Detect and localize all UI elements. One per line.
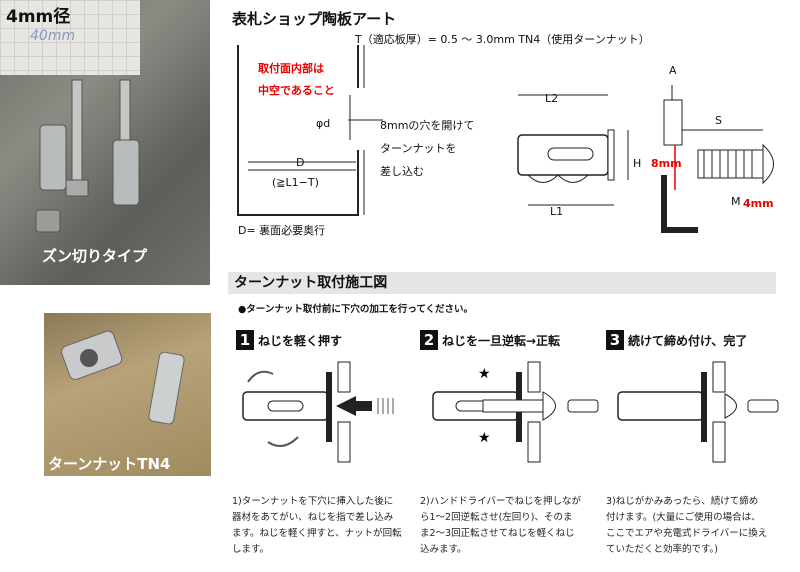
step-1-desc-line: 1)ターンナットを下穴に挿入した後に (232, 496, 394, 507)
svg-text:★: ★ (478, 366, 491, 382)
step-2-desc-line: 2)ハンドドライバーでねじを押しなが (420, 496, 581, 507)
step-2-description: 2)ハンドドライバーでねじを押しなが ら1〜2回逆転させ(左回り)、そのま ま2… (420, 494, 600, 558)
depth-note: D= 裏面必要奥行 (238, 224, 326, 237)
step-1-description: 1)ターンナットを下穴に挿入した後に 器材をあてがい、ねじを指で差し込み ます。… (232, 494, 412, 558)
step-3-description: 3)ねじがかみあったら、続けて締め 付けます。(大量にご使用の場合は、 ここでエ… (606, 494, 791, 558)
step-1-label: ねじを軽く押す (258, 334, 343, 348)
procedure-illustrations: ★★ (242, 361, 779, 463)
step-3-label: 続けて締め付け、完了 (628, 334, 748, 348)
step-2-desc-line: ら1〜2回逆転させ(左回り)、そのま (420, 512, 573, 523)
step-3-title: 3 続けて締め付け、完了 (606, 330, 747, 350)
procedure-note: ●ターンナット取付前に下穴の加工を行ってください。 (238, 304, 474, 315)
hole-note-line1: 8mmの穴を開けて (380, 119, 475, 132)
step-1-desc-line: 器材をあてがい、ねじを指で差し込み (232, 512, 394, 523)
turn-nut-photo-illustration (61, 330, 185, 425)
step-3-desc-line: ここでエアや充電式ドライバーに換え (606, 528, 768, 539)
step-2-title: 2 ねじを一旦逆転→正転 (420, 330, 560, 350)
screws-illustration (35, 79, 140, 233)
step-3-desc-line: 3)ねじがかみあったら、続けて締め (606, 496, 759, 507)
hole-note-line3: 差し込む (380, 165, 424, 178)
dim-8mm: 8mm (651, 157, 682, 170)
hollow-note-line2: 中空であること (258, 84, 335, 97)
step-2-label: ねじを一旦逆転→正転 (442, 334, 561, 348)
step-3-desc-line: 付けます。(大量にご使用の場合は、 (606, 512, 761, 523)
photo-label-tn4: ターンナットTN4 (48, 455, 171, 473)
handwritten-note: 40mm (30, 28, 76, 44)
grid-paper (0, 0, 140, 75)
procedure-section-title: ターンナット取付施工図 (228, 272, 776, 294)
step-2-desc-line: 込みます。 (420, 544, 467, 555)
product-photo-screws: 4mm径 40mm ズン切りタイプ (0, 0, 210, 285)
step-1-desc-line: します。 (232, 544, 270, 555)
dim-m-size: 4mm (743, 197, 774, 210)
svg-text:★: ★ (478, 430, 491, 446)
step-3-desc-line: ていただくと効率的です。) (606, 544, 719, 555)
step-2-desc-line: ま2〜3回正転させてねじを軽くねじ (420, 528, 575, 539)
diagram-title: 表札ショップ陶板アート (232, 10, 397, 28)
thickness-spec: T（適応板厚）= 0.5 〜 3.0mm TN4（使用ターンナット） (355, 33, 650, 46)
dim-l2: L2 (545, 92, 559, 105)
hollow-note-line1: 取付面内部は (258, 62, 324, 75)
photo-caption-diameter: 4mm径 (6, 7, 71, 27)
step-3-number: 3 (606, 330, 624, 350)
depth-range-label: (≧L1−T) (272, 176, 319, 189)
dim-s: S (715, 114, 722, 127)
phi-d-label: φd (316, 117, 331, 130)
hole-note-line2: ターンナットを (380, 142, 457, 155)
step-1-title: 1 ねじを軽く押す (236, 330, 342, 350)
product-photo-turn-nut: ターンナットTN4 (44, 313, 211, 476)
step-1-desc-line: ます。ねじを軽く押すと、ナットが回転 (232, 528, 402, 539)
dim-h: H (633, 157, 642, 170)
step-1-number: 1 (236, 330, 254, 350)
photo-label-cut-type: ズン切りタイプ (42, 247, 148, 265)
turn-nut-dimension-diagram (237, 45, 774, 233)
dim-a: A (669, 64, 677, 77)
dim-m: M (731, 195, 741, 208)
step-2-number: 2 (420, 330, 438, 350)
dim-l1: L1 (550, 205, 564, 218)
